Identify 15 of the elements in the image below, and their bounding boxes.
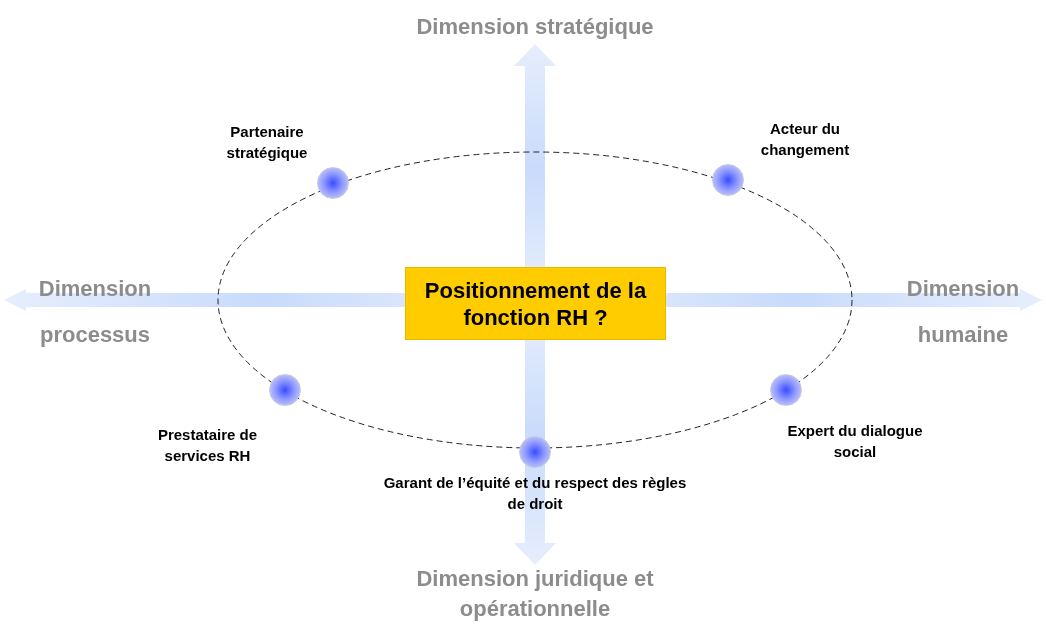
axis-label: Dimension juridique et opérationnelle bbox=[415, 565, 655, 623]
role-label: Prestataire de services RH bbox=[156, 425, 259, 466]
dot-marker bbox=[317, 167, 349, 199]
axis-label: Dimension humaine bbox=[905, 275, 1021, 349]
title-box: Positionnement de la fonction RH ? bbox=[405, 267, 666, 340]
role-label: Garant de l’équité et du respect des règles de droit bbox=[382, 473, 688, 514]
dot-marker bbox=[712, 164, 744, 196]
dot-marker bbox=[269, 374, 301, 406]
axis-label: Dimension stratégique bbox=[415, 13, 655, 41]
role-label: Acteur du changement bbox=[759, 119, 851, 160]
dot-marker bbox=[770, 374, 802, 406]
role-label: Partenaire stratégique bbox=[225, 122, 309, 163]
dot-marker bbox=[519, 436, 551, 468]
axis-label: Dimension processus bbox=[37, 275, 153, 349]
role-label: Expert du dialogue social bbox=[786, 421, 924, 462]
